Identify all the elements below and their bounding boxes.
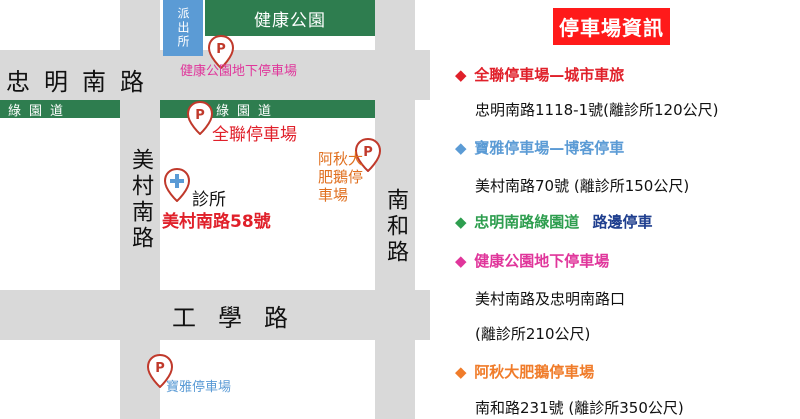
parking-item-quanlian: ◆ 全聯停車場—城市車旅 [455, 64, 624, 85]
road-nanhe [375, 0, 415, 419]
parking-name: 健康公園地下停車場 [474, 252, 610, 270]
green-strip-right: 綠園道 [160, 100, 380, 119]
parking-name-secondary: 路邊停車 [592, 213, 653, 231]
label-clinic-address: 美村南路58號 [162, 212, 271, 232]
parking-detail: 美村南路70號 (離診所150公尺) [475, 177, 690, 195]
parking-item-baoya: ◆ 寶雅停車場—博客停車 [455, 137, 624, 158]
green-strip-left: 綠園道 [0, 100, 120, 119]
parking-detail: (離診所210公尺) [475, 325, 591, 343]
label-aqiu: 阿秋大肥鵝停車場 [318, 150, 364, 204]
bullet-icon: ◆ [455, 66, 467, 84]
green-strip-label-left: 綠園道 [8, 103, 72, 119]
police-station: 派出所 [163, 0, 203, 56]
label-clinic: 診所 [192, 190, 226, 210]
parking-item-park-underground: ◆ 健康公園地下停車場 [455, 250, 609, 271]
parking-name: 阿秋大肥鵝停車場 [474, 363, 595, 381]
panel-title: 停車場資訊 [553, 8, 670, 45]
bullet-icon: ◆ [455, 363, 467, 381]
parking-name: 寶雅停車場—博客停車 [474, 139, 625, 157]
green-strip-label-right: 綠園道 [216, 103, 280, 119]
svg-text:P: P [216, 42, 226, 57]
road-label-nanhe: 南和路 [383, 188, 408, 266]
bullet-icon: ◆ [455, 213, 467, 231]
clinic-pin[interactable] [164, 168, 190, 202]
parking-pin-quanlian[interactable]: P [187, 101, 213, 135]
svg-text:P: P [155, 361, 165, 376]
label-quanlian: 全聯停車場 [212, 125, 297, 145]
road-label-zhongming: 忠明南路 [6, 68, 158, 96]
parking-name: 忠明南路綠園道 [474, 213, 580, 231]
parking-detail: 美村南路及忠明南路口 [475, 290, 626, 308]
parking-detail: 南和路231號 (離診所350公尺) [475, 399, 684, 417]
health-park: 健康公園 [205, 0, 375, 36]
bullet-icon: ◆ [455, 139, 467, 157]
road-gongxue [0, 290, 430, 340]
label-baoya: 寶雅停車場 [166, 380, 232, 395]
parking-item-greenway: ◆ 忠明南路綠園道 路邊停車 [455, 211, 653, 232]
road-label-meicun: 美村南路 [128, 148, 153, 252]
parking-pin-park[interactable]: P [208, 35, 234, 69]
parking-name: 全聯停車場—城市車旅 [474, 66, 625, 84]
label-park-underground: 健康公園地下停車場 [180, 64, 298, 79]
svg-text:P: P [363, 145, 373, 160]
parking-pin-baoya[interactable]: P [147, 354, 173, 388]
road-meicun [120, 0, 160, 419]
parking-pin-aqiu[interactable]: P [355, 138, 381, 172]
street-map: 綠園道 綠園道 派出所 健康公園 忠明南路 美村南路 南和路 工學路 P 健康公… [0, 0, 430, 419]
road-label-gongxue: 工學路 [172, 304, 310, 332]
bullet-icon: ◆ [455, 252, 467, 270]
parking-item-aqiu: ◆ 阿秋大肥鵝停車場 [455, 361, 594, 382]
parking-detail: 忠明南路1118-1號(離診所120公尺) [475, 101, 719, 119]
svg-text:P: P [195, 108, 205, 123]
